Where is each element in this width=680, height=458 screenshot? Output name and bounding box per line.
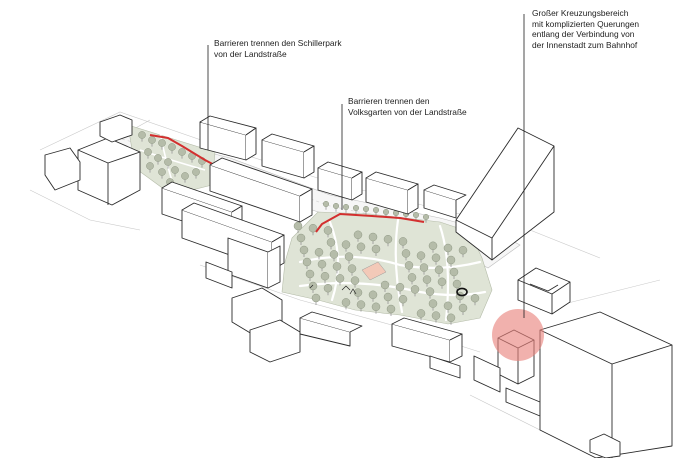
tree-icon — [192, 168, 200, 176]
crossing-highlight-circle — [492, 309, 544, 361]
tree-icon — [341, 240, 351, 249]
tree-icon — [458, 303, 468, 313]
tree-icon — [410, 285, 420, 294]
tree-icon — [353, 230, 363, 240]
buildings — [44, 114, 673, 458]
tree-icon — [407, 273, 417, 282]
tree-icon — [434, 265, 444, 275]
tree-icon — [347, 264, 357, 273]
annotation-volksgarten: Barrieren trennen den Volksgarten von de… — [348, 96, 467, 117]
tree-icon — [458, 245, 468, 255]
tree-icon — [470, 293, 480, 303]
tree-icon — [353, 288, 363, 297]
playground-feature — [361, 261, 387, 281]
volksgarten-area — [281, 200, 493, 325]
tree-icon — [386, 304, 396, 314]
annotation-kreuzung: Großer Kreuzungsbereich mit komplizierte… — [532, 8, 640, 50]
tree-icon — [158, 139, 166, 147]
barrier-schillerpark — [149, 134, 221, 169]
tree-icon — [428, 299, 438, 308]
tree-icon — [416, 309, 426, 318]
barrier-volksgarten — [315, 213, 425, 233]
tree-icon — [356, 300, 366, 309]
tree-icon — [372, 206, 380, 214]
tree-icon — [314, 247, 324, 257]
tree-icon — [178, 148, 186, 156]
tree-icon — [416, 251, 426, 260]
tree-icon — [419, 263, 429, 272]
tree-icon — [138, 131, 146, 139]
tree-icon — [323, 226, 333, 235]
tree-icon — [308, 281, 318, 291]
tree-icon — [446, 313, 456, 323]
tree-icon — [350, 276, 360, 285]
tree-icon — [446, 255, 456, 265]
tree-icon — [452, 279, 462, 289]
tree-icon — [383, 292, 393, 302]
tree-icon — [352, 204, 360, 212]
tree-icon — [395, 282, 405, 292]
tree-icon — [344, 252, 354, 261]
tree-icon — [305, 269, 315, 279]
tree-icon — [398, 237, 408, 246]
annotation-leader-lines — [207, 14, 525, 318]
tree-icon — [371, 302, 381, 312]
tree-icon — [362, 205, 370, 213]
tree-icon — [428, 241, 438, 251]
tree-icon — [148, 136, 156, 144]
tree-icon — [368, 232, 378, 242]
tree-icon — [404, 261, 414, 270]
tree-icon — [302, 257, 312, 267]
annotation-schillerpark: Barrieren trennen den Schillerpark von d… — [214, 38, 342, 59]
tree-icon — [154, 154, 162, 162]
tree-icon — [332, 262, 342, 271]
tree-icon — [422, 213, 430, 221]
tree-icon — [449, 267, 459, 277]
barrier-lines — [149, 134, 425, 233]
tree-icon — [158, 168, 166, 176]
tree-icon — [311, 293, 321, 303]
tree-icon — [341, 298, 351, 307]
tree-icon — [356, 242, 366, 252]
tree-icon — [326, 238, 336, 247]
tree-icon — [383, 234, 393, 244]
tree-icon — [425, 287, 435, 296]
tree-icon — [398, 294, 408, 304]
tree-icon — [422, 275, 432, 284]
tree-icon — [144, 148, 152, 156]
tree-icon — [322, 200, 330, 208]
tree-icon — [371, 244, 381, 254]
tree-icon — [323, 283, 333, 293]
tree-icon — [171, 166, 179, 174]
tree-icon — [181, 172, 189, 180]
tree-icon — [293, 221, 303, 231]
tree-icon — [332, 202, 340, 210]
tree-icon — [380, 280, 390, 290]
tree-icon — [168, 143, 176, 151]
tree-icon — [299, 245, 309, 255]
tree-icon — [329, 250, 339, 259]
tree-icon — [368, 290, 378, 300]
tree-icon — [164, 158, 172, 166]
tree-icon — [437, 277, 447, 287]
fountain-ring-icon — [456, 287, 468, 297]
tree-icon — [320, 271, 330, 281]
tree-icon — [308, 223, 318, 233]
tree-icon — [296, 233, 306, 243]
tree-icon — [317, 259, 327, 269]
volksgarten-trees — [293, 200, 480, 325]
play-equipment-icon — [309, 284, 357, 295]
tree-icon — [335, 274, 345, 283]
tree-icon — [342, 203, 350, 211]
tree-icon — [443, 243, 453, 253]
tree-icon — [431, 311, 441, 320]
tree-icon — [412, 211, 420, 219]
tree-icon — [146, 162, 154, 170]
tree-icon — [431, 253, 441, 263]
tree-icon — [401, 249, 411, 258]
tree-icon — [382, 208, 390, 216]
tree-icon — [443, 301, 453, 311]
